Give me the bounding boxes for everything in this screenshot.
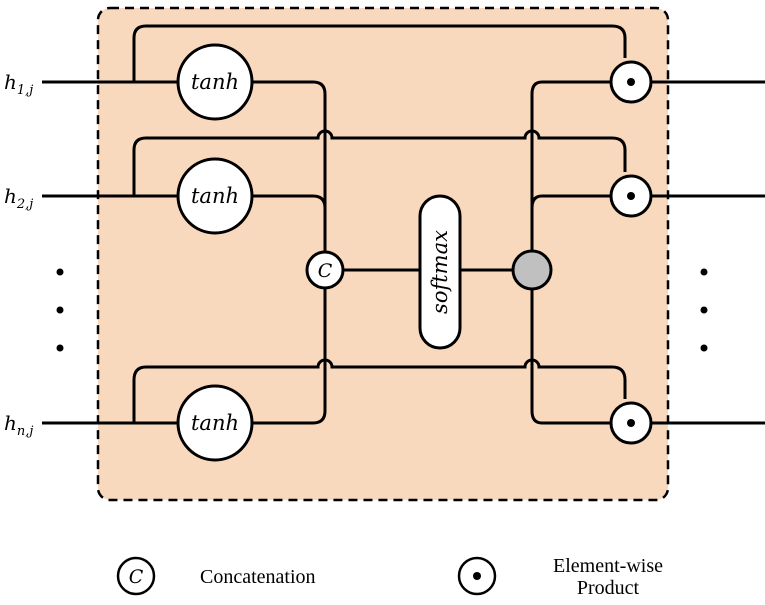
legend-product-label-line2: Product [577,577,640,599]
legend-product-label-line1: Element-wise [553,555,663,577]
legend-concat-symbol: C [116,556,156,596]
row-2-wires [42,129,765,254]
product-node-2 [609,174,653,218]
input-ellipsis [56,268,64,352]
product-node-1 [609,60,653,104]
input-label-n: hn,j [4,411,33,439]
concat-node: C [305,250,345,290]
legend-product-symbol [457,556,497,596]
output-ellipsis [700,268,708,352]
tanh-label: tanh [191,184,239,208]
row-n-wires [42,289,765,425]
legend-concat-label: Concatenation [200,566,316,588]
input-label-1: h1,j [4,70,33,98]
tanh-unit-n: tanh [176,384,254,462]
product-node-n [609,401,653,445]
input-label-2: h2,j [4,184,33,212]
tanh-unit-2: tanh [176,157,254,235]
attention-block [96,6,670,502]
softmax-label: softmax [428,230,452,314]
attention-weight-node [511,249,553,291]
concat-symbol: C [318,260,333,282]
tanh-label: tanh [191,411,239,435]
tanh-unit-1: tanh [176,43,254,121]
trunk-wires [323,124,534,272]
tanh-label: tanh [191,70,239,94]
svg-text:C: C [129,566,144,588]
row-1-wires [42,24,765,124]
softmax-block: softmax [418,194,462,350]
legend: C Concatenation Element-wise Product [116,555,663,599]
